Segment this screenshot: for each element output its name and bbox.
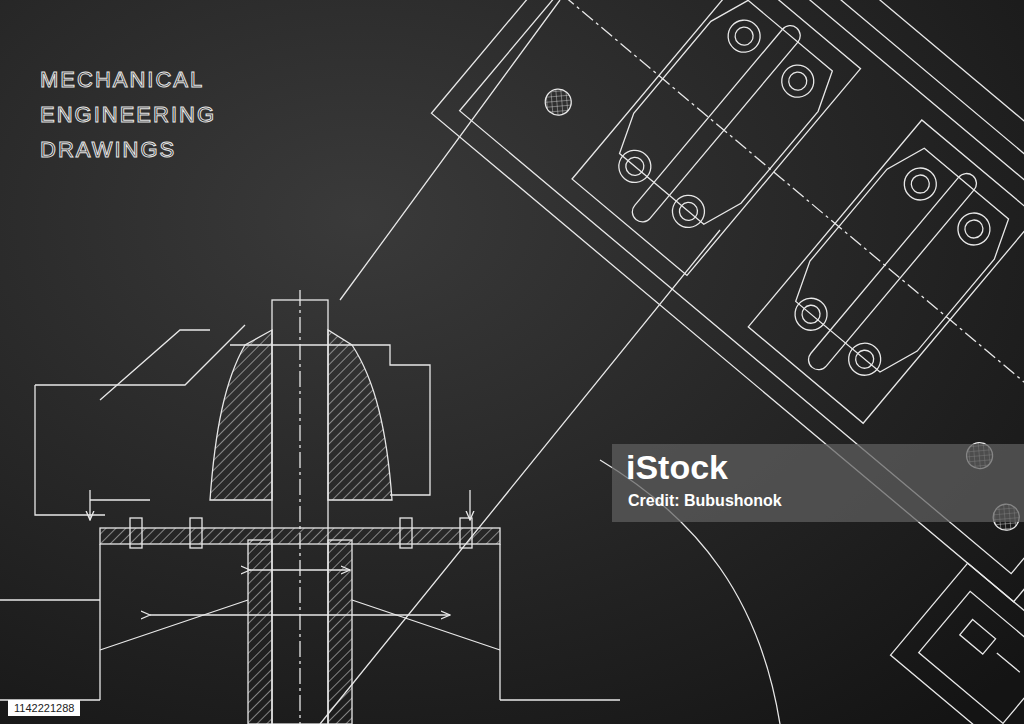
fixture-assembly — [354, 0, 1024, 724]
image-id: 1142221288 — [8, 700, 80, 716]
clamp-block — [748, 120, 1024, 423]
section-view — [0, 0, 780, 724]
watermark-credit: Credit: Bubushonok — [628, 492, 782, 510]
watermark: iStock — [626, 448, 728, 487]
drawing-title: MECHANICAL ENGINEERING DRAWINGS — [40, 62, 280, 167]
